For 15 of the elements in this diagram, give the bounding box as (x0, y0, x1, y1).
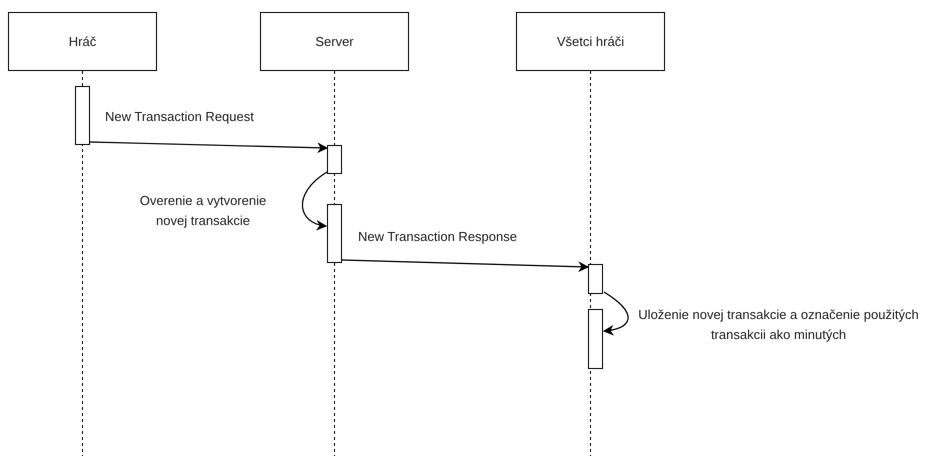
participant-box (516, 12, 665, 71)
participant-name: Server (315, 34, 354, 49)
participant-box (260, 12, 409, 71)
arrow (90, 141, 328, 154)
arrow (342, 259, 590, 272)
activation-bar (588, 309, 603, 369)
activation-bar (327, 145, 342, 174)
activation-bar (75, 86, 90, 145)
arrow (302, 172, 328, 230)
participant-box (8, 12, 157, 71)
arrow (602, 292, 629, 336)
participant-name: Hráč (68, 34, 96, 49)
participant-name: Všetci hráči (556, 34, 624, 49)
activation-bar (588, 264, 603, 294)
activation-bar (327, 204, 342, 263)
